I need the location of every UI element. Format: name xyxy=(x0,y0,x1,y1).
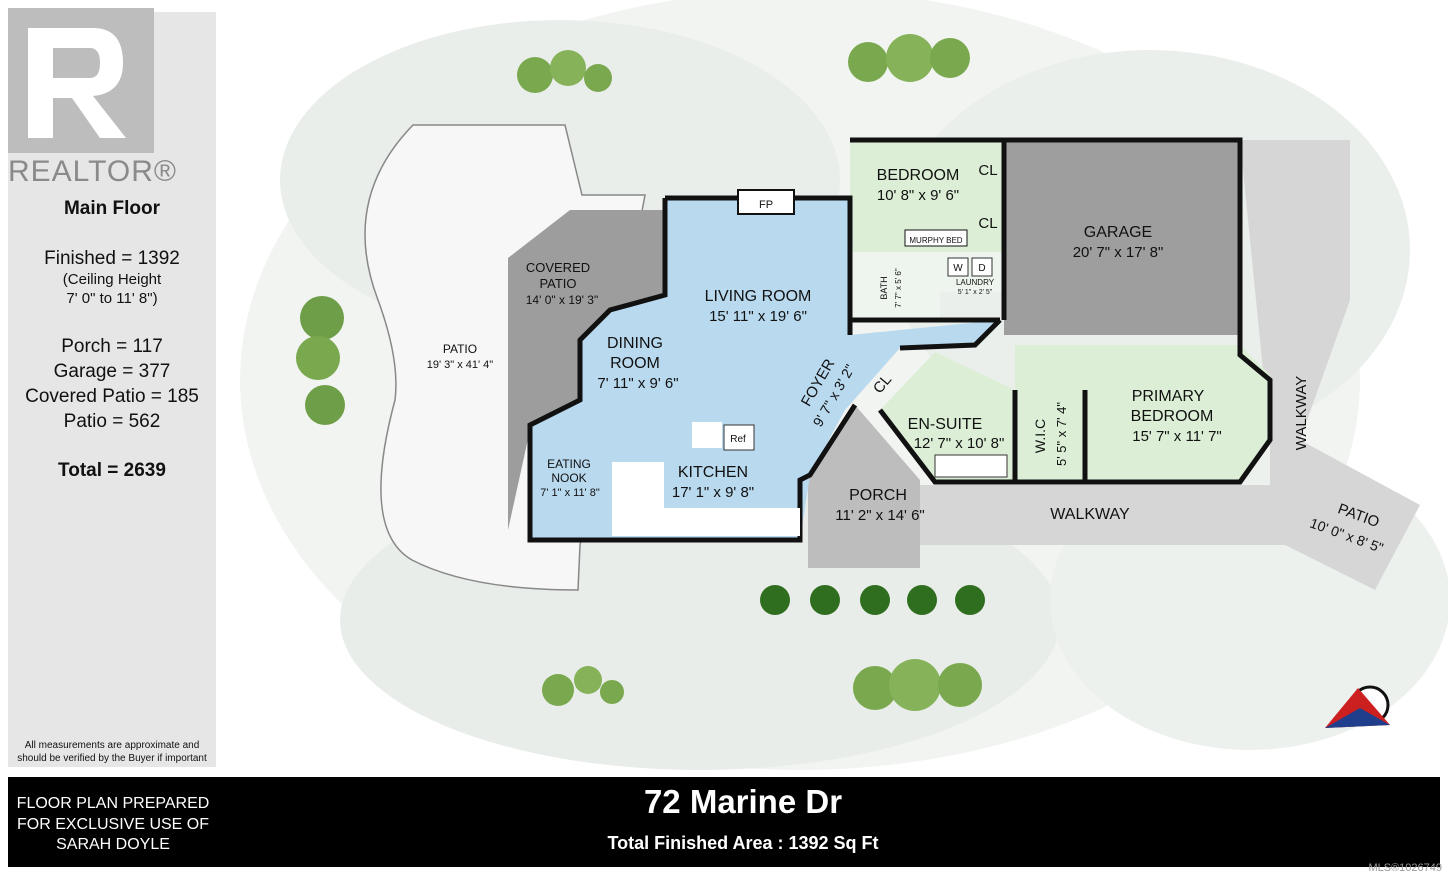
eating-nook-label-1: EATING xyxy=(547,457,591,471)
palm-plant-icon xyxy=(760,585,985,615)
garage-area: Garage = 377 xyxy=(53,361,171,382)
washer xyxy=(947,257,969,277)
bath-size: 7' 7" x 5' 6" xyxy=(894,268,903,308)
bath-label: BATH xyxy=(879,276,889,299)
kitchen-counter xyxy=(612,462,664,536)
walkway-shape xyxy=(920,140,1420,590)
covered-patio-size: 14' 0" x 19' 3" xyxy=(526,293,598,307)
patio-label: PATIO xyxy=(443,342,477,356)
primary-bedroom-label-2: BEDROOM xyxy=(1131,408,1214,425)
living-room-label: LIVING ROOM xyxy=(705,288,812,305)
primary-bedroom-label-1: PRIMARY xyxy=(1132,388,1205,405)
garage-label: GARAGE xyxy=(1084,224,1152,241)
floor-plan: BEDROOM 10' 8" x 9' 6" CL CL MURPHY BED … xyxy=(240,0,1448,770)
kitchen-counter-lower xyxy=(664,508,800,536)
realtor-logo xyxy=(8,8,154,153)
covered-patio-label-2: PATIO xyxy=(539,276,576,291)
shrub-icon xyxy=(296,34,982,711)
ceiling-height-line2: 7' 0" to 11' 8") xyxy=(66,290,158,307)
murphy-bed-label: MURPHY BED xyxy=(909,236,962,245)
living-room-size: 15' 11" x 19' 6" xyxy=(709,308,807,325)
ensuite-vanity xyxy=(934,454,1008,478)
patio-size: 19' 3" x 41' 4" xyxy=(427,359,494,371)
refrigerator xyxy=(723,424,755,451)
ref-label: Ref xyxy=(730,434,746,445)
walls xyxy=(527,137,1273,543)
covered-patio-label-1: COVERED xyxy=(526,260,590,275)
dryer-label: D xyxy=(978,263,985,274)
porch-area: Porch = 117 xyxy=(61,336,163,357)
finished-area: Finished = 1392 xyxy=(44,248,180,269)
covered-patio-area: Covered Patio = 185 xyxy=(25,386,199,407)
floor-title: Main Floor xyxy=(63,198,161,219)
footer-prepared-line2: FOR EXCLUSIVE USE OF xyxy=(16,816,210,833)
kitchen-label: KITCHEN xyxy=(678,464,748,481)
mls-number: MLS®1026749 xyxy=(1368,862,1442,874)
dining-label-2: ROOM xyxy=(610,355,660,372)
dryer xyxy=(971,257,993,277)
compass-north-icon xyxy=(1325,685,1390,728)
eating-nook-label-2: NOOK xyxy=(551,471,586,485)
dining-size: 7' 11" x 9' 6" xyxy=(597,375,678,392)
washer-label: W xyxy=(953,263,963,274)
walkway-label: WALKWAY xyxy=(1050,506,1130,523)
porch-shape xyxy=(808,405,920,568)
patio-area: Patio = 562 xyxy=(63,411,161,432)
total-area: Total = 2639 xyxy=(58,460,166,481)
garage-shape xyxy=(1004,140,1241,335)
total-finished-area: Total Finished Area : 1392 Sq Ft xyxy=(607,833,879,853)
ensuite-label: EN-SUITE xyxy=(908,416,983,433)
closet-label-1: CL xyxy=(978,162,997,179)
bath-shape xyxy=(850,252,940,320)
wic-size: 5' 5" x 7' 4" xyxy=(1054,402,1069,466)
closet-label-2: CL xyxy=(978,215,997,232)
interior-shape xyxy=(530,198,1000,540)
murphy-bed xyxy=(904,229,968,247)
island xyxy=(692,422,722,448)
realtor-wordmark: REALTOR® xyxy=(8,155,178,188)
kitchen-size: 17' 1" x 9' 8" xyxy=(672,484,754,501)
walkway-label-vertical: WALKWAY xyxy=(1293,376,1310,450)
ensuite-shape xyxy=(880,352,1015,480)
porch-size: 11' 2" x 14' 6" xyxy=(835,507,925,524)
wic-label: W.I.C xyxy=(1032,419,1048,453)
dining-label-1: DINING xyxy=(607,335,663,352)
primary-bedroom-size: 15' 7" x 11' 7" xyxy=(1132,428,1222,445)
property-address: 72 Marine Dr xyxy=(643,783,843,820)
footer-prepared-line1: FLOOR PLAN PREPARED xyxy=(16,795,210,812)
ceiling-height-line1: (Ceiling Height xyxy=(62,271,162,288)
wic-shape xyxy=(1015,390,1085,480)
fireplace-label: FP xyxy=(759,199,773,211)
disclaimer-line1: All measurements are approximate and xyxy=(24,740,200,751)
covered-patio-area-shape xyxy=(508,210,665,530)
fireplace-icon xyxy=(737,189,795,215)
porch-label: PORCH xyxy=(849,487,907,504)
disclaimer-line2: should be verified by the Buyer if impor… xyxy=(17,753,207,764)
footer-bar: FLOOR PLAN PREPARED FOR EXCLUSIVE USE OF… xyxy=(8,777,1440,867)
primary-bedroom-shape xyxy=(1015,345,1270,480)
garage-size: 20' 7" x 17' 8" xyxy=(1073,244,1164,261)
ensuite-size: 12' 7" x 10' 8" xyxy=(914,435,1005,452)
eating-nook-size: 7' 1" x 11' 8" xyxy=(540,487,600,499)
footer-prepared-name: SARAH DOYLE xyxy=(56,836,170,853)
laundry-label: LAUNDRY xyxy=(956,278,995,287)
bedroom-size: 10' 8" x 9' 6" xyxy=(877,187,959,204)
bedroom-label: BEDROOM xyxy=(877,167,960,184)
laundry-size: 5' 1" x 2' 5" xyxy=(958,289,993,296)
